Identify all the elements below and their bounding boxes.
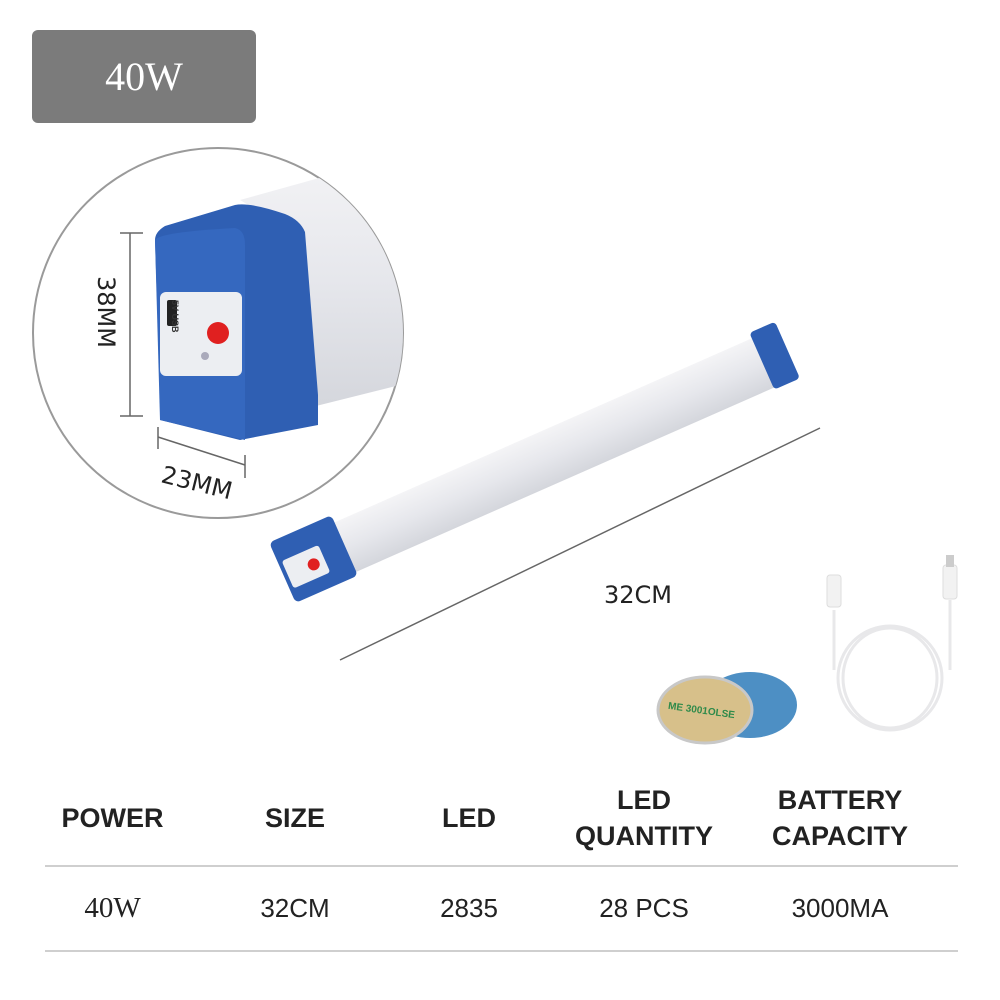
adhesive-stickers: ME 3001OLSE [656, 672, 797, 745]
value-led: 2835 [440, 893, 498, 923]
header-power: POWER [61, 802, 164, 833]
port-label: 5V USB [170, 300, 180, 333]
usb-cable [826, 555, 958, 732]
spec-header-row: POWER SIZE LED LED QUANTITY BATTERY CAPA… [45, 770, 958, 865]
length-dimension-label: 32CM [604, 581, 672, 609]
value-led-quantity: 28 PCS [599, 893, 689, 923]
product-illustration: 5V USB 38MM 23MM 32CM ME 3001OLSE [32, 147, 958, 745]
header-led: LED [442, 802, 496, 833]
header-battery-capacity: BATTERY CAPACITY [771, 784, 908, 851]
length-dimension-line [339, 427, 821, 661]
power-badge: 40W [32, 30, 256, 123]
value-power: 40W [84, 892, 141, 924]
header-size: SIZE [264, 802, 325, 833]
divider [45, 865, 958, 867]
height-dimension-label: 38MM [92, 276, 120, 348]
spec-table: POWER SIZE LED LED QUANTITY BATTERY CAPA… [45, 770, 958, 952]
zoom-detail-circle: 5V USB 38MM 23MM [32, 147, 404, 519]
led-tube [270, 322, 799, 602]
value-size: 32CM [260, 893, 330, 923]
value-battery-capacity: 3000MA [791, 893, 889, 923]
spec-values-row: 40W 32CM 2835 28 PCS 3000MA [45, 867, 958, 950]
header-led-quantity: LED QUANTITY [575, 784, 713, 851]
divider [45, 950, 958, 952]
